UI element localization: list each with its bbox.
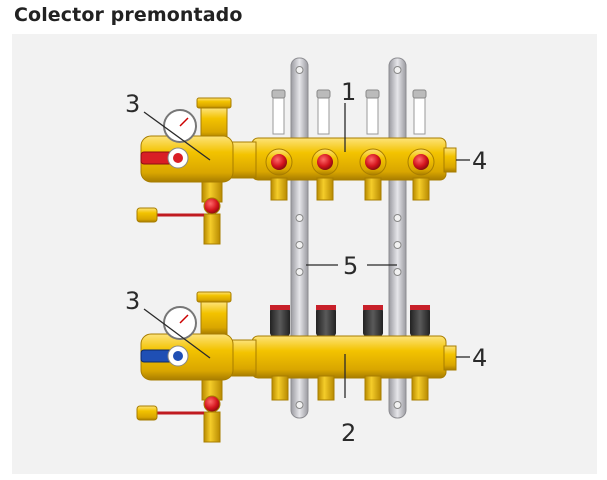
return-valve-assembly — [136, 291, 257, 443]
callout-4-top: 4 — [472, 147, 487, 175]
callout-5: 5 — [343, 252, 358, 280]
callout-4-bottom: 4 — [472, 344, 487, 372]
supply-manifold — [251, 89, 457, 201]
callout-3-top: 3 — [125, 90, 140, 118]
flow-meter-tubes — [271, 89, 427, 135]
outlet-valves-supply — [265, 148, 435, 176]
callout-3-bottom: 3 — [125, 287, 140, 315]
supply-valve-assembly — [136, 97, 257, 245]
return-manifold — [251, 305, 457, 401]
page-title: Colector premontado — [14, 4, 243, 26]
callout-2: 2 — [341, 419, 356, 447]
callout-1: 1 — [341, 78, 356, 106]
thermostatic-caps — [270, 305, 430, 336]
leader-lines — [143, 103, 470, 398]
